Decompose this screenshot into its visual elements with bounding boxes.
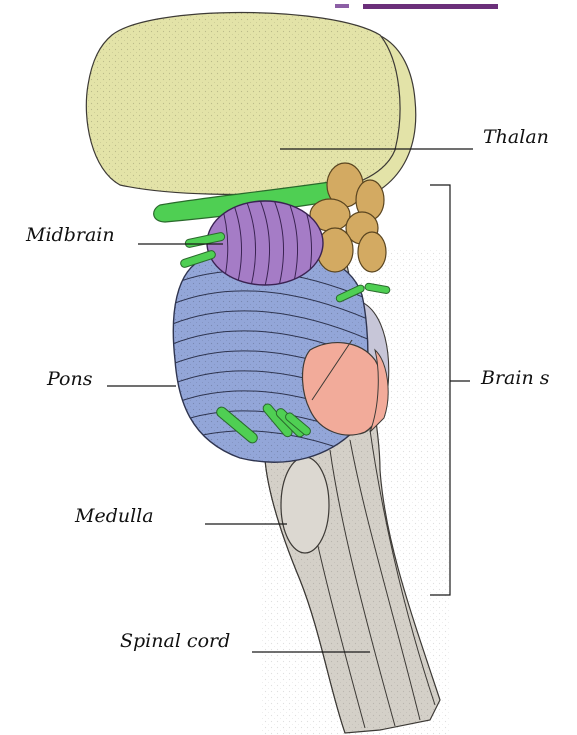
label-spinal-cord: Spinal cord: [120, 632, 230, 651]
top-accent-long: [363, 4, 498, 9]
label-pons: Pons: [47, 370, 92, 389]
label-medulla: Medulla: [75, 507, 154, 526]
top-accent-short: [335, 4, 349, 8]
thalamus: [86, 13, 415, 206]
label-thalamus: Thalan: [483, 128, 549, 147]
label-midbrain: Midbrain: [26, 226, 115, 245]
label-brain-stem: Brain s: [481, 369, 549, 388]
olive-bulge: [281, 457, 329, 553]
